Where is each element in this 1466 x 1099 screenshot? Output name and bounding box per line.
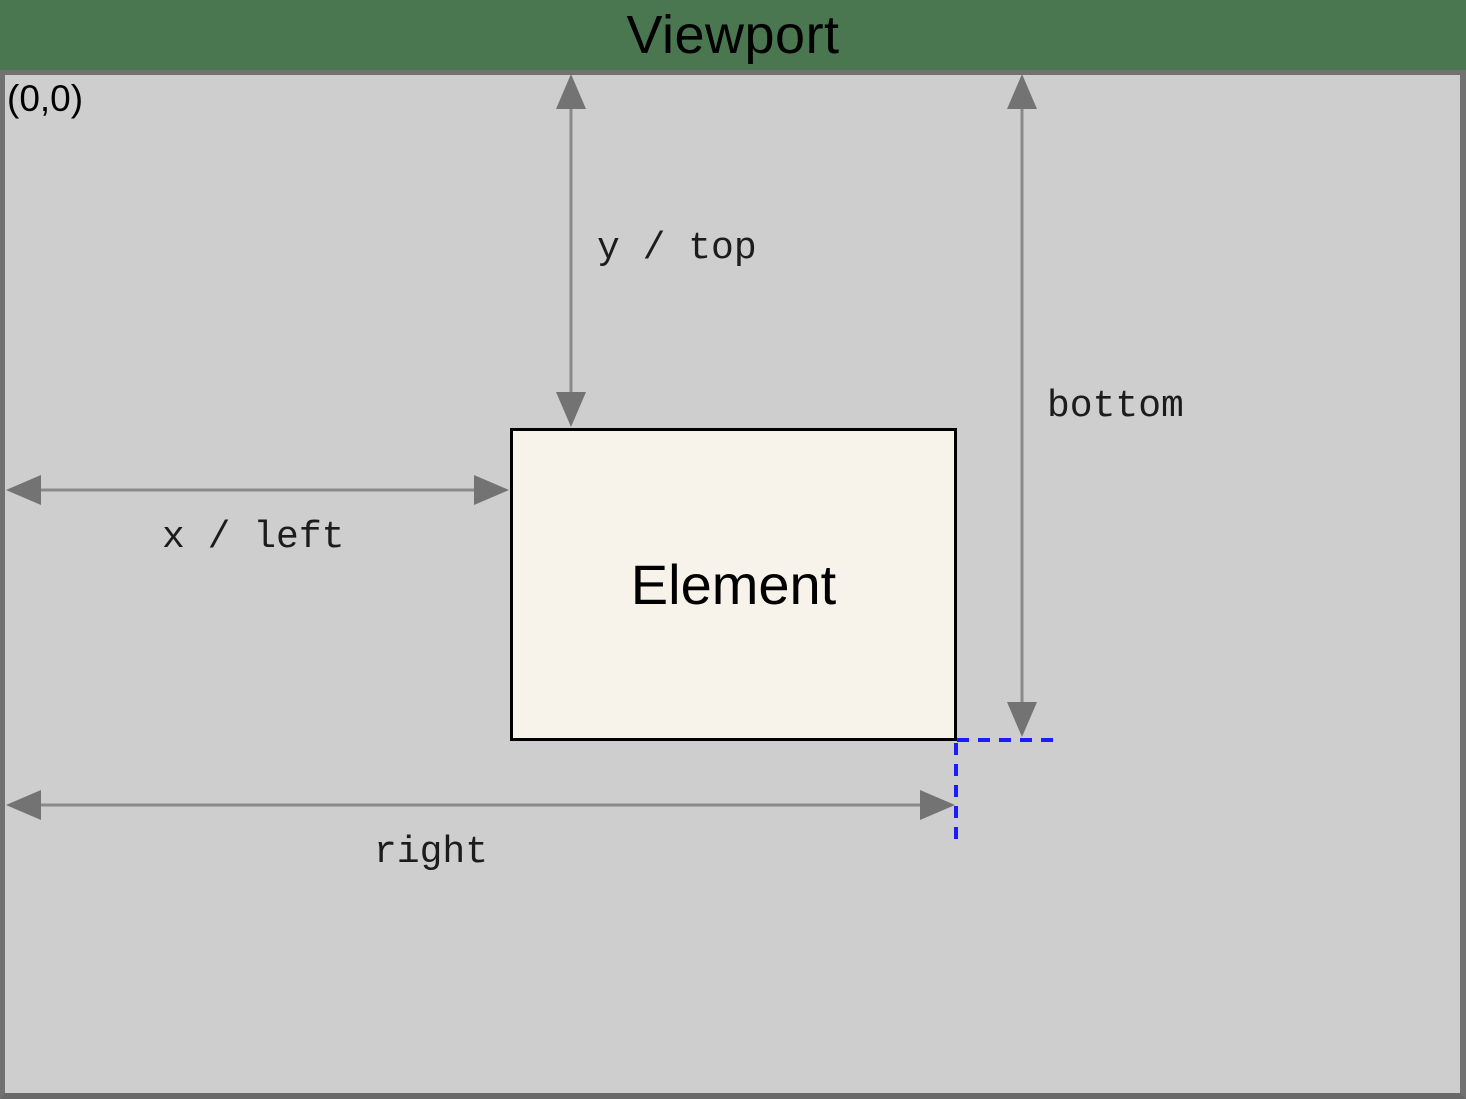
- viewport-title: Viewport: [626, 5, 840, 65]
- element-label: Element: [630, 553, 837, 616]
- element-box: Element: [510, 428, 957, 741]
- origin-coordinates-label: (0,0): [7, 78, 84, 119]
- label-right: right: [374, 831, 489, 874]
- label-x-left: x / left: [162, 516, 345, 559]
- label-y-top: y / top: [597, 227, 757, 270]
- label-bottom: bottom: [1047, 385, 1184, 428]
